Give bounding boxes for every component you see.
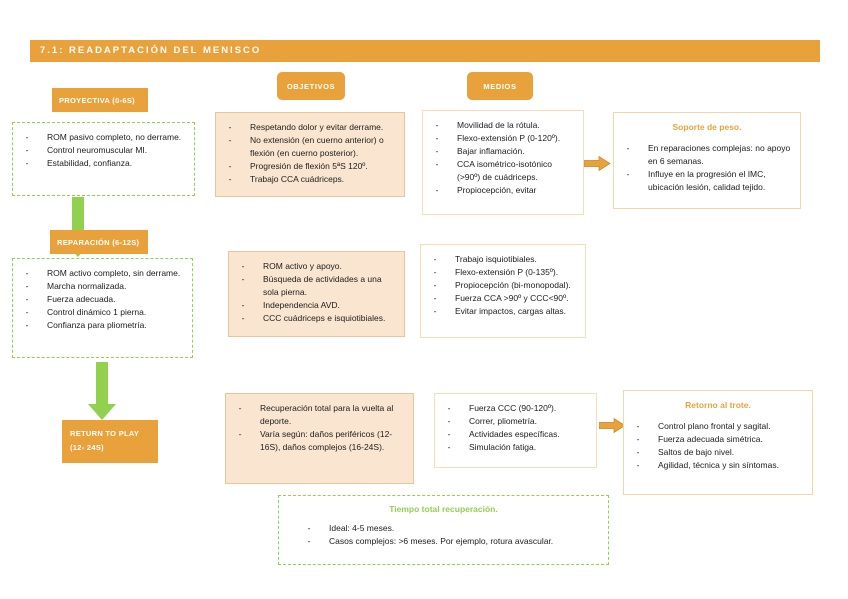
list-item: Trabajo isquiotibiales. [431, 253, 577, 266]
phase-2-criteria-box: ROM activo completo, sin derrame. Marcha… [12, 258, 193, 358]
list-item: Recuperación total para la vuelta al dep… [236, 402, 405, 428]
list-item: Propiocepción, evitar [433, 184, 575, 197]
medios-box-3: Fuerza CCC (90-120º). Correr, pliometría… [434, 393, 597, 468]
list-item: Correr, pliometría. [445, 415, 588, 428]
list-item: Casos complejos: >6 meses. Por ejemplo, … [305, 535, 600, 548]
objetivos-box-1: Respetando dolor y evitar derrame. No ex… [215, 112, 405, 197]
list-item: Fuerza CCC (90-120º). [445, 402, 588, 415]
footer-tiempo-total-box: Tiempo total recuperación. Ideal: 4-5 me… [278, 495, 609, 565]
list-item: Estabilidad, confianza. [23, 157, 186, 170]
list-item: ROM activo completo, sin derrame. [23, 267, 184, 280]
callout-soporte-de-peso: Soporte de peso. En reparaciones complej… [613, 112, 801, 209]
list-item: Movilidad de la rótula. [433, 119, 575, 132]
list-item: Independencia AVD. [239, 299, 396, 312]
page-title: 7.1: READAPTACIÓN DEL MENISCO [30, 40, 820, 62]
list-item: Progresión de flexión 5ªS 120º. [226, 160, 396, 173]
callout-title: Soporte de peso. [672, 122, 742, 132]
footer-title: Tiempo total recuperación. [389, 504, 498, 514]
list-item: ROM pasivo completo, no derrame. [23, 131, 186, 144]
phase-label-line-2: (12- 24S) [70, 443, 104, 452]
list-item: Bajar inflamación. [433, 145, 575, 158]
list-item: Fuerza CCA >90º y CCC<90º. [431, 292, 577, 305]
list-item: Agilidad, técnica y sin síntomas. [634, 459, 804, 472]
list-item: Flexo-extensión P (0-135º). [431, 266, 577, 279]
list-item: Trabajo CCA cuádriceps. [226, 173, 396, 186]
right-arrow-icon [584, 156, 611, 171]
list-item: Fuerza adecuada simétrica. [634, 433, 804, 446]
list-item: Control plano frontal y sagital. [634, 420, 804, 433]
phase-label-proyectiva: PROYECTIVA (0-6S) [52, 88, 148, 112]
list-item: Confianza para pliometría. [23, 319, 184, 332]
list-item: Fuerza adecuada. [23, 293, 184, 306]
objetivos-box-2: ROM activo y apoyo. Búsqueda de activida… [228, 251, 405, 337]
list-item: CCA isométrico-isotónico (>90º) de cuádr… [433, 158, 575, 184]
list-item: Varía según: daños periféricos (12-16S),… [236, 428, 405, 454]
list-item: Actividades específicas. [445, 428, 588, 441]
list-item: CCC cuádriceps e isquiotibiales. [239, 312, 396, 325]
list-item: Influye en la progresión el IMC, ubicaci… [624, 168, 792, 194]
phase-1-criteria-box: ROM pasivo completo, no derrame. Control… [12, 122, 195, 196]
list-item: Ideal: 4-5 meses. [305, 522, 600, 535]
list-item: Flexo-extensión P (0-120º). [433, 132, 575, 145]
list-item: Marcha normalizada. [23, 280, 184, 293]
list-item: En reparaciones complejas: no apoyo en 6… [624, 142, 792, 168]
list-item: Control dinámico 1 pierna. [23, 306, 184, 319]
down-arrow-icon [88, 362, 116, 420]
list-item: Saltos de bajo nivel. [634, 446, 804, 459]
callout-retorno-al-trote: Retorno al trote. Control plano frontal … [623, 390, 813, 495]
callout-title: Retorno al trote. [685, 400, 751, 410]
list-item: Respetando dolor y evitar derrame. [226, 121, 396, 134]
phase-label-reparacion: REPARACIÓN (6-12S) [50, 230, 148, 254]
column-header-objetivos: OBJETIVOS [277, 72, 345, 100]
objetivos-box-3: Recuperación total para la vuelta al dep… [225, 393, 414, 484]
list-item: Evitar impactos, cargas altas. [431, 305, 577, 318]
list-item: Propiocepción (bi-monopodal). [431, 279, 577, 292]
right-arrow-icon [599, 418, 626, 433]
list-item: Simulación fatiga. [445, 441, 588, 454]
list-item: ROM activo y apoyo. [239, 260, 396, 273]
phase-label-line-1: RETURN TO PLAY [70, 429, 140, 438]
list-item: Búsqueda de actividades a una sola piern… [239, 273, 396, 299]
medios-box-2: Trabajo isquiotibiales. Flexo-extensión … [420, 244, 586, 338]
column-header-medios: MEDIOS [467, 72, 533, 100]
medios-box-1: Movilidad de la rótula. Flexo-extensión … [422, 110, 584, 215]
list-item: Control neuromuscular MI. [23, 144, 186, 157]
list-item: No extensión (en cuerno anterior) o flex… [226, 134, 396, 160]
phase-label-return-to-play: RETURN TO PLAY (12- 24S) [62, 420, 158, 463]
